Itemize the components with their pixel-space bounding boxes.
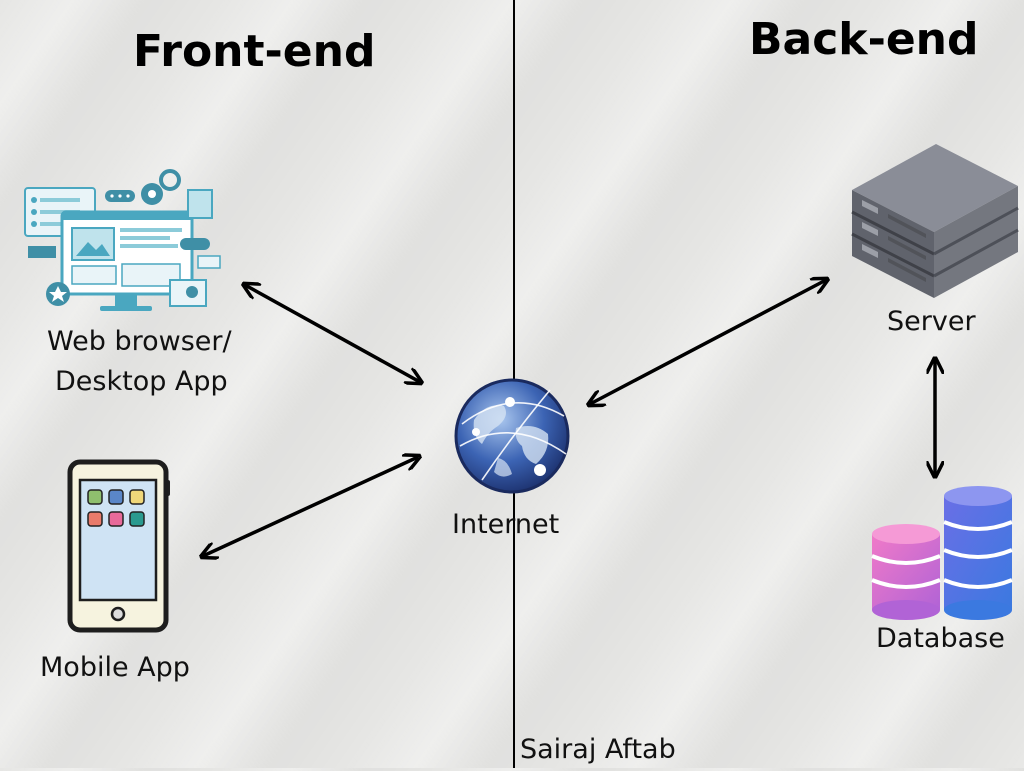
arrow-web-internet [245, 285, 420, 382]
arrow-internet-server [590, 280, 826, 404]
desktop-app-label: Desktop App [55, 366, 228, 397]
server-label: Server [887, 306, 976, 337]
database-label: Database [876, 623, 1005, 654]
web-browser-illustration-icon [24, 169, 221, 311]
globe-icon [454, 378, 570, 494]
mobile-app-label: Mobile App [40, 652, 190, 683]
frontend-heading: Front-end [133, 26, 376, 77]
mobile-phone-icon [67, 459, 170, 633]
server-rack-icon [851, 144, 1019, 298]
author-credit: Sairaj Aftab [520, 734, 676, 765]
database-stack-icon [871, 486, 1013, 620]
internet-label: Internet [452, 509, 560, 540]
arrow-mobile-internet [203, 457, 418, 556]
backend-heading: Back-end [749, 14, 979, 65]
web-browser-label: Web browser/ [47, 326, 232, 357]
